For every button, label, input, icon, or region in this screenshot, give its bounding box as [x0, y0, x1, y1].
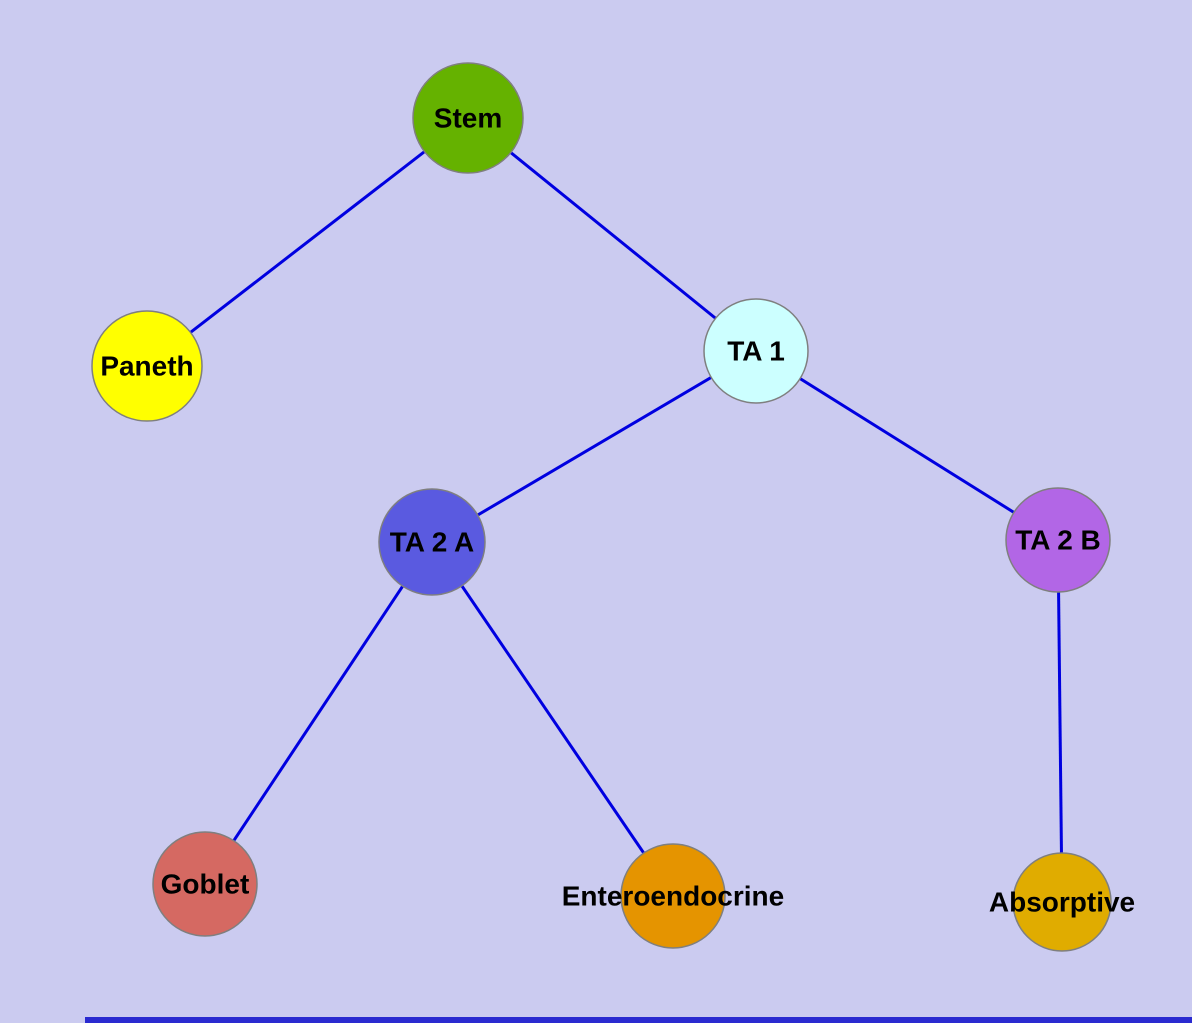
node-paneth-label: Paneth [100, 351, 193, 382]
edges-layer [146, 116, 1064, 903]
node-ta1: TA 1 [703, 298, 809, 404]
edge-stem-paneth [146, 116, 469, 368]
edge-stem-ta1 [467, 116, 757, 353]
node-ta2a-circle [378, 488, 486, 596]
node-ta1-label: TA 1 [727, 336, 785, 367]
bottom-border-bar [85, 1017, 1192, 1023]
node-ta2b-circle [1005, 487, 1111, 593]
node-ta2a-label: TA 2 A [390, 527, 475, 558]
node-absorptive-label: Absorptive [989, 887, 1135, 918]
node-goblet-circle [152, 831, 258, 937]
node-ta2b: TA 2 B [1005, 487, 1111, 593]
edge-ta2b-absorptive [1056, 539, 1064, 903]
node-enteroendocrine-circle [620, 843, 726, 949]
edge-ta2a-enteroendocrine [430, 541, 675, 897]
node-ta1-circle [703, 298, 809, 404]
node-goblet: Goblet [152, 831, 258, 937]
node-enteroendocrine: Enteroendocrine [562, 843, 784, 949]
node-ta2b-label: TA 2 B [1015, 525, 1101, 556]
edge-ta1-ta2b [755, 349, 1059, 542]
node-stem-label: Stem [434, 103, 502, 134]
node-enteroendocrine-label: Enteroendocrine [562, 881, 784, 912]
edge-ta1-ta2a [431, 349, 757, 544]
node-paneth-circle [91, 310, 203, 422]
edge-ta2a-goblet [203, 541, 434, 885]
node-stem-circle [412, 62, 524, 174]
node-goblet-label: Goblet [161, 869, 250, 900]
node-paneth: Paneth [91, 310, 203, 422]
node-stem: Stem [412, 62, 524, 174]
node-ta2a: TA 2 A [378, 488, 486, 596]
node-absorptive-circle [1012, 852, 1112, 952]
node-absorptive: Absorptive [989, 852, 1135, 952]
